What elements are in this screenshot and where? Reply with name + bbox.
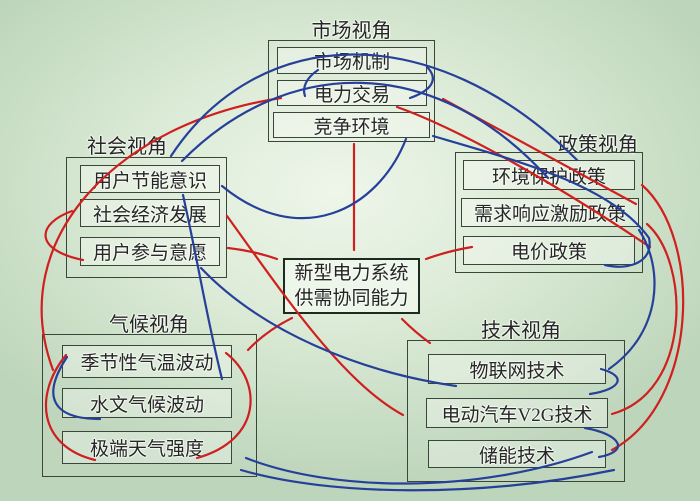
group-title-social: 社会视角 [87, 136, 167, 158]
node-user-energy-saving-awareness: 用户节能意识 [80, 165, 220, 193]
node-extreme-weather-intensity: 极端天气强度 [62, 431, 232, 464]
node-environmental-protection-policy: 环境保护政策 [463, 160, 635, 190]
node-power-trading: 电力交易 [277, 80, 427, 106]
node-socioeconomic-development: 社会经济发展 [80, 199, 220, 227]
node-ev-v2g-technology: 电动汽车V2G技术 [426, 398, 608, 428]
arrow-social-to-center [226, 246, 279, 261]
arrow-social-to-competition [220, 137, 408, 220]
node-user-participation-willingness: 用户参与意愿 [80, 237, 220, 266]
node-hydroclimatic-fluctuation: 水文气候波动 [62, 388, 232, 418]
node-center-capability: 新型电力系统 供需协同能力 [283, 258, 420, 314]
node-electricity-price-policy: 电价政策 [463, 236, 635, 265]
node-competitive-environment: 竞争环境 [273, 112, 430, 138]
node-demand-response-incentive-policy: 需求响应激励政策 [461, 198, 639, 227]
center-line1: 新型电力系统 [294, 262, 409, 284]
center-line2: 供需协同能力 [294, 288, 409, 309]
node-iot-technology: 物联网技术 [428, 354, 606, 384]
group-title-tech: 技术视角 [481, 320, 561, 342]
node-energy-storage-technology: 储能技术 [428, 440, 606, 468]
group-title-climate: 气候视角 [109, 314, 189, 336]
group-title-market: 市场视角 [311, 20, 392, 42]
node-market-mechanism: 市场机制 [277, 47, 427, 74]
node-seasonal-temperature-fluctuation: 季节性气温波动 [62, 345, 232, 378]
